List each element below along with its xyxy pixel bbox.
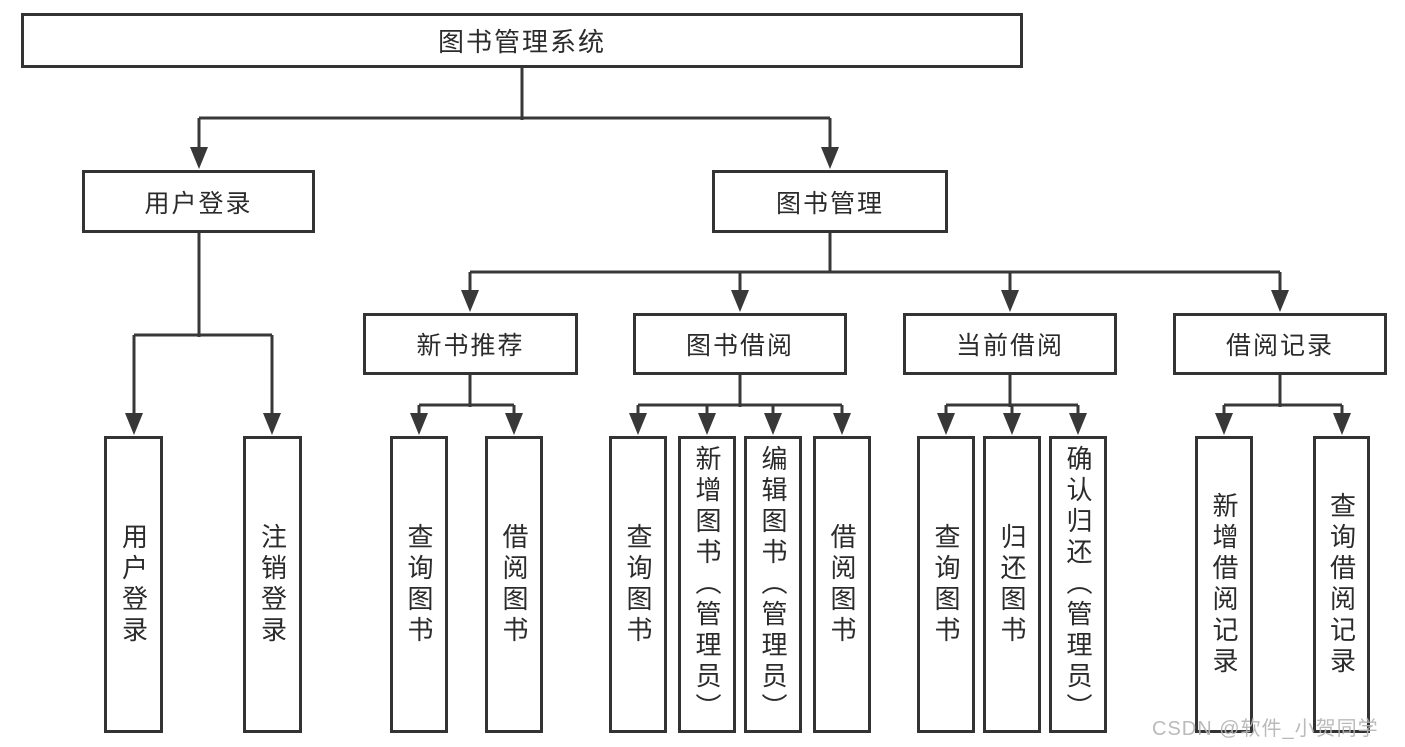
- leaf-query-books-current: 查询图书: [917, 436, 975, 733]
- node-borrowing-records: 借阅记录: [1173, 313, 1387, 375]
- node-book-management: 图书管理: [712, 170, 948, 233]
- leaf-query-borrow-record-label: 查询借阅记录: [1326, 491, 1357, 678]
- leaf-confirm-return-admin: 确认归还（管理员）: [1049, 436, 1107, 733]
- leaf-edit-books-admin: 编辑图书（管理员）: [744, 436, 802, 733]
- csdn-watermark: CSDN @软件_小贺同学: [1152, 718, 1379, 740]
- leaf-logout: 注销登录: [243, 436, 302, 733]
- leaf-add-books-admin: 新增图书（管理员）: [678, 436, 736, 733]
- node-new-book-recommendation: 新书推荐: [363, 313, 578, 375]
- connector-root-to-level2: [190, 68, 839, 169]
- leaf-query-books-rec-label: 查询图书: [404, 522, 434, 647]
- leaf-borrow-books-rec-label: 借阅图书: [499, 522, 529, 647]
- leaf-confirm-return-admin-label: 确认归还（管理员）: [1063, 445, 1093, 724]
- connector-newbookrec-to-leaves: [410, 375, 523, 435]
- leaf-query-books-borrow: 查询图书: [609, 436, 667, 733]
- leaf-return-books-label: 归还图书: [997, 522, 1027, 647]
- leaf-add-borrow-record: 新增借阅记录: [1195, 436, 1253, 733]
- node-book-borrowing-label: 图书借阅: [685, 332, 794, 360]
- leaf-logout-label: 注销登录: [257, 522, 288, 647]
- leaf-return-books: 归还图书: [983, 436, 1041, 733]
- node-book-management-label: 图书管理: [775, 189, 884, 218]
- node-user-login: 用户登录: [82, 170, 315, 233]
- leaf-add-books-admin-label: 新增图书（管理员）: [692, 445, 722, 724]
- node-root: 图书管理系统: [21, 13, 1023, 68]
- leaf-query-borrow-record: 查询借阅记录: [1313, 436, 1370, 733]
- leaf-edit-books-admin-label: 编辑图书（管理员）: [758, 445, 788, 724]
- node-book-borrowing: 图书借阅: [633, 313, 847, 375]
- connector-borrowrecords-to-leaves: [1215, 375, 1351, 435]
- node-borrowing-records-label: 借阅记录: [1225, 332, 1334, 360]
- leaf-add-borrow-record-label: 新增借阅记录: [1209, 491, 1239, 678]
- leaf-query-books-borrow-label: 查询图书: [623, 522, 653, 647]
- connector-currentborrow-to-leaves: [937, 375, 1087, 435]
- connector-userlogin-to-leaves: [125, 233, 281, 435]
- node-user-login-label: 用户登录: [144, 189, 253, 218]
- connector-bookborrow-to-leaves: [629, 375, 851, 435]
- connector-bookmgmt-to-level3: [461, 233, 1289, 312]
- leaf-user-login: 用户登录: [104, 436, 163, 733]
- node-root-label: 图书管理系统: [437, 27, 606, 57]
- leaf-borrow-books-rec: 借阅图书: [485, 436, 543, 733]
- leaf-query-books-current-label: 查询图书: [931, 522, 961, 647]
- node-current-borrowing-label: 当前借阅: [955, 332, 1064, 360]
- leaf-borrow-books: 借阅图书: [813, 436, 871, 733]
- leaf-borrow-books-label: 借阅图书: [827, 522, 857, 647]
- leaf-user-login-label: 用户登录: [118, 522, 149, 647]
- node-current-borrowing: 当前借阅: [903, 313, 1117, 375]
- leaf-query-books-rec: 查询图书: [390, 436, 448, 733]
- node-new-book-recommendation-label: 新书推荐: [416, 332, 525, 360]
